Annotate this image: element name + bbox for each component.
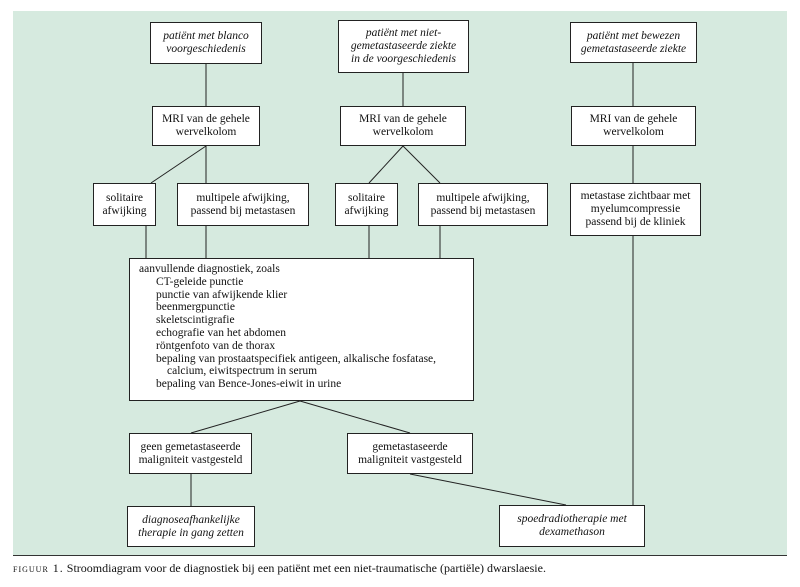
aanvullend-item: beenmergpunctie	[156, 301, 235, 314]
edge	[299, 400, 411, 434]
node-solitaire-2: solitaire afwijking	[335, 183, 398, 226]
aanvullend-item: CT-geleide punctie	[156, 275, 244, 288]
caption-label: figuur 1.	[13, 561, 64, 575]
edge	[190, 400, 301, 434]
edge	[402, 145, 441, 184]
node-geen-gemetastaseerde: geen gemetastaseerde maligniteit vastges…	[129, 433, 252, 474]
node-diagnoseafhankelijke-therapie: diagnoseafhankelijke therapie in gang ze…	[127, 506, 255, 547]
node-gemetastaseerde: gemetastaseerde maligniteit vastgesteld	[347, 433, 473, 474]
node-patient-blanco: patiënt met blanco voorgeschiedenis	[150, 22, 262, 64]
aanvullend-item: calcium, eiwitspectrum in serum	[167, 365, 318, 378]
node-multipele-2: multipele afwijking, passend bij metasta…	[418, 183, 548, 226]
aanvullend-item: skeletscintigrafie	[156, 314, 235, 327]
aanvullend-item: bepaling van Bence-Jones-eiwit in urine	[156, 378, 342, 391]
edge	[150, 145, 207, 184]
figure-caption: figuur 1. Stroomdiagram voor de diagnost…	[13, 561, 546, 576]
bottom-rule	[13, 555, 787, 556]
node-multipele-1: multipele afwijking, passend bij metasta…	[177, 183, 309, 226]
aanvullend-item: punctie van afwijkende klier	[156, 288, 288, 301]
caption-text: Stroomdiagram voor de diagnostiek bij ee…	[66, 561, 546, 575]
aanvullend-item: bepaling van prostaatspecifiek antigeen,…	[156, 352, 437, 365]
node-patient-bewezen: patiënt met bewezen gemetastaseerde ziek…	[570, 22, 697, 63]
aanvullend-title: aanvullende diagnostiek, zoals	[139, 263, 280, 275]
node-patient-niet-gemetastaseerd: patiënt met niet- gemetastaseerde ziekte…	[338, 20, 469, 73]
node-spoedradiotherapie: spoedradiotherapie met dexamethason	[499, 505, 645, 547]
node-mri-1: MRI van de gehele wervelkolom	[152, 106, 260, 146]
aanvullend-item: röntgenfoto van de thorax	[156, 339, 276, 352]
aanvullend-item: echografie van het abdomen	[156, 326, 286, 339]
node-solitaire-1: solitaire afwijking	[93, 183, 156, 226]
node-metastase-zichtbaar: metastase zichtbaar met myelumcompressie…	[570, 183, 701, 236]
node-aanvullende-diagnostiek: aanvullende diagnostiek, zoals CT-geleid…	[129, 258, 474, 401]
node-mri-3: MRI van de gehele wervelkolom	[571, 106, 696, 146]
edge	[368, 145, 404, 184]
node-mri-2: MRI van de gehele wervelkolom	[340, 106, 466, 146]
edge	[409, 473, 567, 506]
